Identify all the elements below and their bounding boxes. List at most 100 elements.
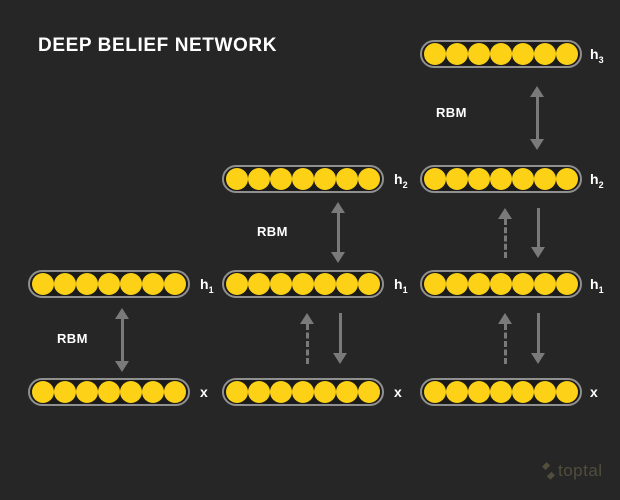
neuron-node xyxy=(98,381,120,403)
layer-capsule-right-h1 xyxy=(420,270,582,298)
neuron-node xyxy=(270,381,292,403)
arrow-head-down-icon xyxy=(331,252,345,263)
dashed-up-arrow-icon xyxy=(299,313,315,364)
neuron-node xyxy=(54,273,76,295)
neuron-node xyxy=(226,273,248,295)
neuron-node xyxy=(556,381,578,403)
layer-label-right-h3: h3 xyxy=(590,46,604,65)
rbm-label-bottom: RBM xyxy=(57,331,88,346)
neuron-node xyxy=(98,273,120,295)
arrow-head-down-icon xyxy=(333,353,347,364)
solid-down-arrow-icon xyxy=(530,313,546,364)
dashed-up-arrow-icon xyxy=(497,208,513,258)
layer-capsule-left-h1 xyxy=(28,270,190,298)
toptal-watermark: toptal xyxy=(542,461,603,481)
arrow-shaft-dashed xyxy=(305,324,309,364)
neuron-node xyxy=(490,381,512,403)
neuron-node xyxy=(32,381,54,403)
arrow-head-up-icon xyxy=(530,86,544,97)
neuron-node xyxy=(314,168,336,190)
neuron-node xyxy=(512,381,534,403)
neuron-node xyxy=(490,168,512,190)
neuron-node xyxy=(534,381,556,403)
neuron-node xyxy=(424,273,446,295)
neuron-node xyxy=(142,273,164,295)
arrow-head-up-icon xyxy=(300,313,314,324)
neuron-node xyxy=(468,168,490,190)
neuron-node xyxy=(76,273,98,295)
layer-label-mid-h1: h1 xyxy=(394,276,408,295)
neuron-node xyxy=(424,168,446,190)
layer-capsule-right-h2 xyxy=(420,165,582,193)
neuron-node xyxy=(336,273,358,295)
arrow-head-down-icon xyxy=(115,361,129,372)
neuron-node xyxy=(446,43,468,65)
arrow-head-down-icon xyxy=(530,139,544,150)
arrow-shaft xyxy=(336,213,340,252)
neuron-node xyxy=(512,43,534,65)
neuron-node xyxy=(556,43,578,65)
diagram-title: DEEP BELIEF NETWORK xyxy=(38,35,278,56)
neuron-node xyxy=(226,168,248,190)
neuron-node xyxy=(490,273,512,295)
bidirectional-arrow-icon xyxy=(529,86,545,150)
neuron-node xyxy=(424,43,446,65)
neuron-node xyxy=(142,381,164,403)
neuron-node xyxy=(270,273,292,295)
dashed-up-arrow-icon xyxy=(497,313,513,364)
bidirectional-arrow-icon xyxy=(330,202,346,263)
arrow-head-down-icon xyxy=(531,247,545,258)
neuron-node xyxy=(358,168,380,190)
layer-capsule-right-x xyxy=(420,378,582,406)
layer-label-right-x: x xyxy=(590,384,598,400)
arrow-head-up-icon xyxy=(331,202,345,213)
neuron-node xyxy=(468,381,490,403)
neuron-node xyxy=(226,381,248,403)
layer-label-left-h1: h1 xyxy=(200,276,214,295)
toptal-logo-icon xyxy=(542,462,555,480)
neuron-node xyxy=(468,43,490,65)
neuron-node xyxy=(424,381,446,403)
neuron-node xyxy=(512,273,534,295)
neuron-node xyxy=(314,381,336,403)
neuron-node xyxy=(512,168,534,190)
layer-capsule-mid-h2 xyxy=(222,165,384,193)
layer-label-right-h2: h2 xyxy=(590,171,604,190)
neuron-node xyxy=(534,168,556,190)
neuron-node xyxy=(270,168,292,190)
neuron-node xyxy=(446,168,468,190)
neuron-node xyxy=(76,381,98,403)
arrow-shaft-dashed xyxy=(503,324,507,364)
neuron-node xyxy=(292,273,314,295)
neuron-node xyxy=(490,43,512,65)
solid-down-arrow-icon xyxy=(332,313,348,364)
arrow-head-up-icon xyxy=(115,308,129,319)
neuron-node xyxy=(446,381,468,403)
rbm-label-middle: RBM xyxy=(257,224,288,239)
layer-capsule-left-x xyxy=(28,378,190,406)
neuron-node xyxy=(292,381,314,403)
neuron-node xyxy=(468,273,490,295)
toptal-logo-text: toptal xyxy=(558,461,603,480)
arrow-shaft xyxy=(338,313,342,353)
arrow-shaft-dashed xyxy=(503,219,507,258)
neuron-node xyxy=(556,273,578,295)
neuron-node xyxy=(164,381,186,403)
neuron-node xyxy=(534,273,556,295)
neuron-node xyxy=(164,273,186,295)
neuron-node xyxy=(120,381,142,403)
neuron-node xyxy=(314,273,336,295)
layer-capsule-right-h3 xyxy=(420,40,582,68)
arrow-shaft xyxy=(535,97,539,139)
neuron-node xyxy=(446,273,468,295)
rbm-label-top: RBM xyxy=(436,105,467,120)
neuron-node xyxy=(54,381,76,403)
layer-label-left-x: x xyxy=(200,384,208,400)
neuron-node xyxy=(358,381,380,403)
arrow-head-down-icon xyxy=(531,353,545,364)
arrow-head-up-icon xyxy=(498,313,512,324)
layer-capsule-mid-x xyxy=(222,378,384,406)
bidirectional-arrow-icon xyxy=(114,308,130,372)
neuron-node xyxy=(336,381,358,403)
